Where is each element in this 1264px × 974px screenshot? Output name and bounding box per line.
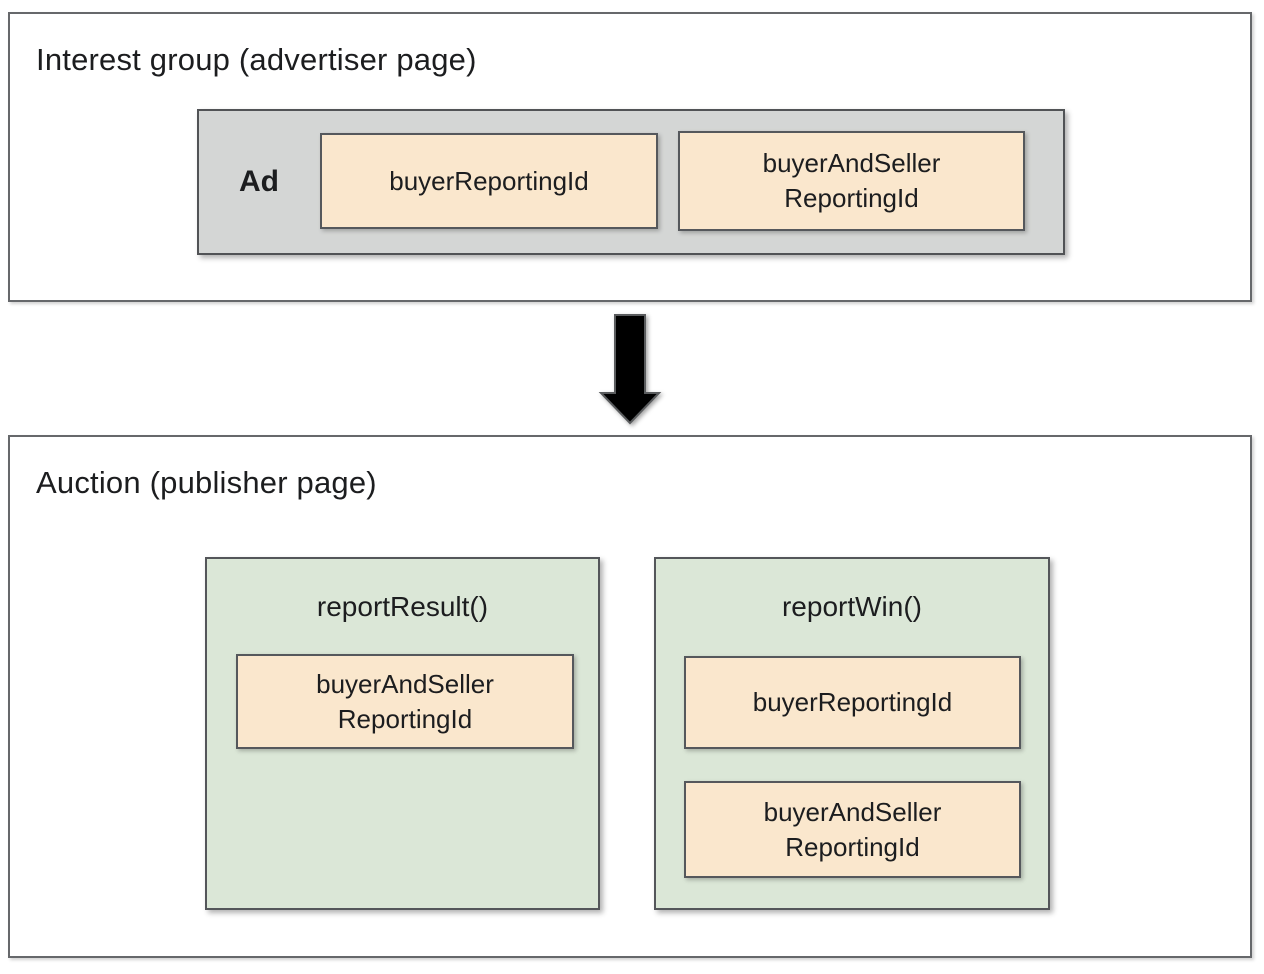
buyer-reporting-id-field: buyerReportingId bbox=[684, 656, 1021, 749]
report-win-box: reportWin() buyerReportingId buyerAndSel… bbox=[654, 557, 1050, 910]
report-result-box: reportResult() buyerAndSeller ReportingI… bbox=[205, 557, 600, 910]
report-result-title: reportResult() bbox=[316, 591, 489, 622]
buyer-and-seller-reporting-id-field: buyerAndSeller ReportingId bbox=[678, 131, 1025, 231]
report-win-title: reportWin() bbox=[781, 591, 922, 622]
auction-title: Auction (publisher page) bbox=[36, 465, 377, 500]
down-arrow-icon bbox=[598, 314, 662, 425]
auction-section: Auction (publisher page) reportResult() … bbox=[8, 435, 1252, 958]
ad-container: Ad buyerReportingId buyerAndSeller Repor… bbox=[197, 109, 1065, 255]
buyer-reporting-id-field: buyerReportingId bbox=[320, 133, 658, 229]
interest-group-title: Interest group (advertiser page) bbox=[36, 42, 477, 77]
ad-label: Ad bbox=[239, 165, 279, 198]
buyer-and-seller-reporting-id-field: buyerAndSeller ReportingId bbox=[236, 654, 574, 749]
buyer-and-seller-reporting-id-field: buyerAndSeller ReportingId bbox=[684, 781, 1021, 878]
interest-group-section: Interest group (advertiser page) Ad buye… bbox=[8, 12, 1252, 302]
